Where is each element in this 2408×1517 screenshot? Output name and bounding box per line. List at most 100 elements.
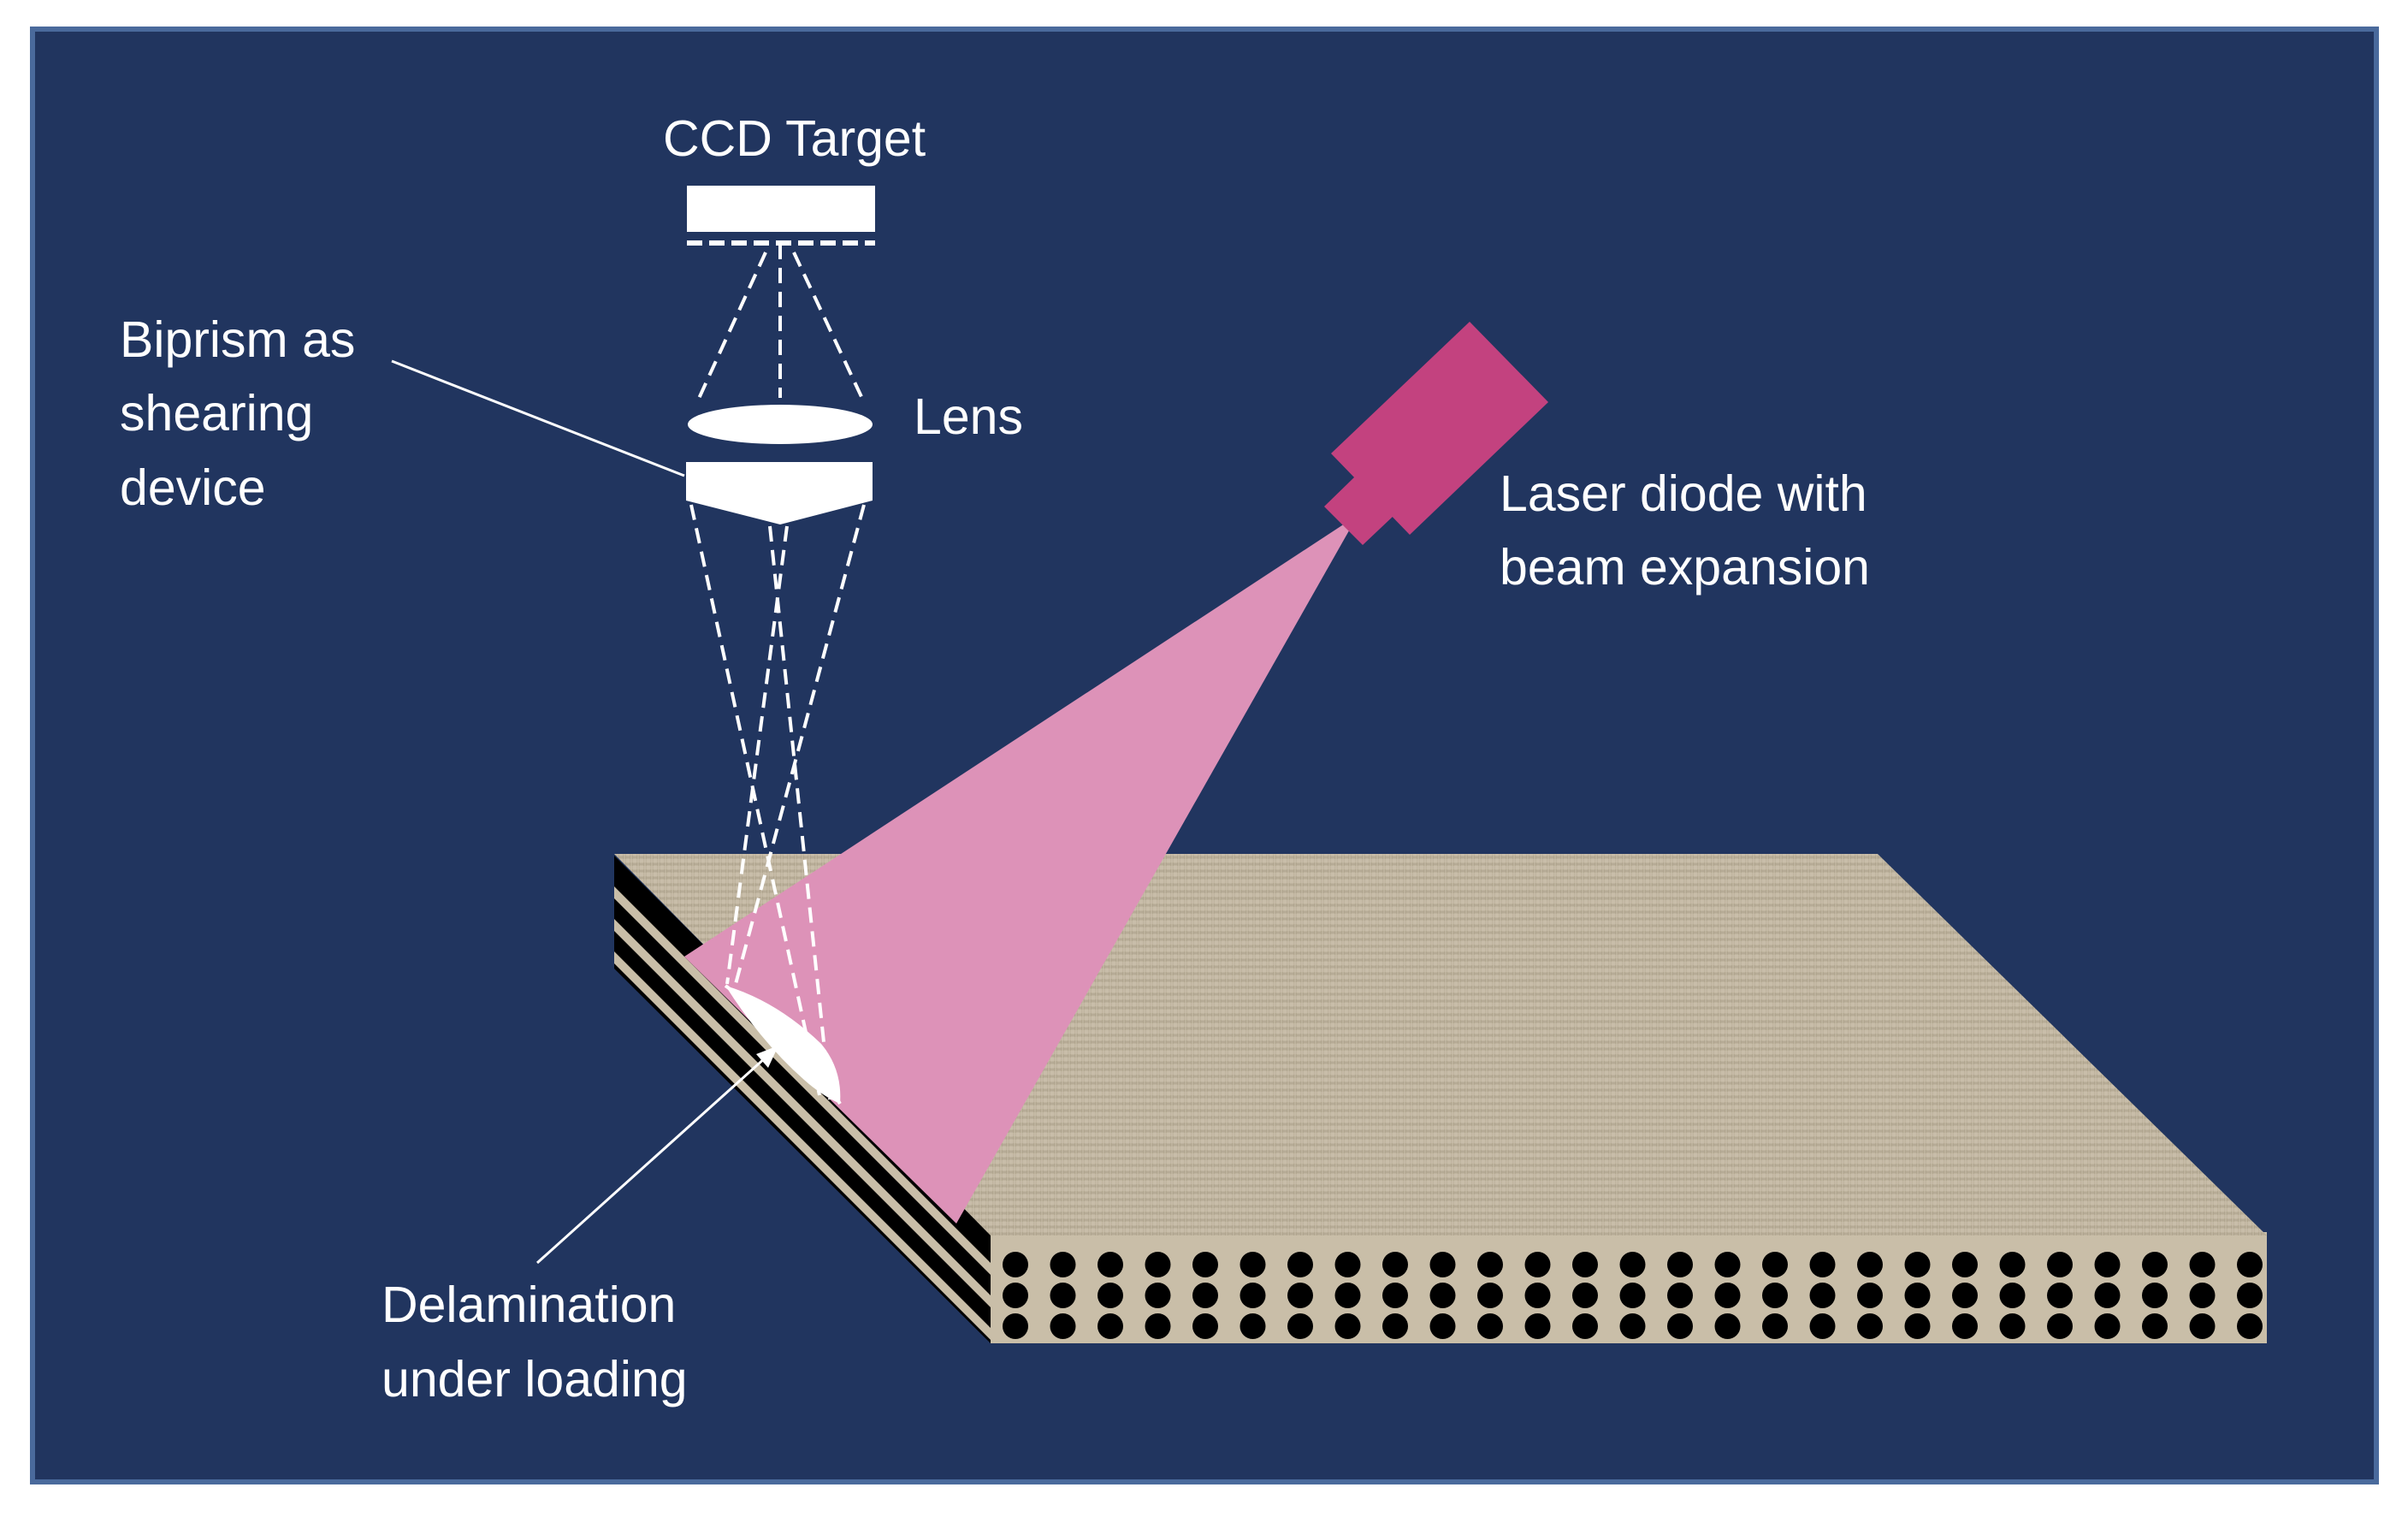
fibre-dot: [2094, 1313, 2121, 1339]
fibre-dot: [1809, 1313, 1836, 1339]
fibre-dot: [1382, 1313, 1408, 1339]
plate-layer-stripe: [614, 886, 991, 1275]
fibre-dot: [1287, 1252, 1313, 1277]
fibre-dot: [1382, 1252, 1408, 1277]
fibre-dot: [1714, 1283, 1741, 1308]
fibre-dot: [1382, 1283, 1408, 1308]
fibre-dot: [2189, 1313, 2216, 1339]
ccd-target-label: CCD Target: [663, 110, 926, 167]
fibre-dot: [1334, 1283, 1361, 1308]
fibre-dot: [2047, 1283, 2073, 1308]
fibre-dot: [1999, 1252, 2026, 1277]
biprism-label-line1: Biprism as: [120, 311, 355, 368]
fibre-dot: [1334, 1313, 1361, 1339]
fibre-dot: [1857, 1313, 1883, 1339]
fibre-dot: [1239, 1252, 1266, 1277]
fibre-dot: [1192, 1313, 1218, 1339]
fibre-dot: [1762, 1313, 1788, 1339]
delamination-spot: [725, 986, 841, 1104]
fibre-dot: [1003, 1313, 1028, 1339]
fibre-dot: [2142, 1313, 2168, 1339]
fibre-dot: [1809, 1252, 1836, 1277]
fibre-dot: [2094, 1283, 2121, 1308]
laser-diode-body: [1331, 322, 1548, 535]
fibre-dot: [1619, 1283, 1646, 1308]
biprism-pointer-line: [391, 359, 685, 477]
fibre-dot: [1904, 1313, 1931, 1339]
fibre-dot: [1667, 1313, 1693, 1339]
fibre-dot: [1429, 1252, 1456, 1277]
fibre-dot: [1145, 1252, 1171, 1277]
fibre-dot: [1762, 1283, 1788, 1308]
delamination-label-line2: under loading: [382, 1351, 688, 1407]
fibre-dot: [1003, 1283, 1028, 1308]
fibre-dot: [1192, 1283, 1218, 1308]
fibre-dot: [1857, 1283, 1883, 1308]
fibre-dot: [1904, 1283, 1931, 1308]
fibre-dot: [2142, 1252, 2168, 1277]
biprism-label-line3: device: [120, 459, 266, 516]
ccd-target: [687, 186, 875, 246]
delamination-spot-edge: [724, 984, 842, 1105]
fibre-dot: [1952, 1313, 1978, 1339]
fibre-dot: [1050, 1252, 1076, 1277]
fibre-dot: [2047, 1252, 2073, 1277]
laser-label-line2: beam expansion: [1500, 539, 1870, 596]
fibre-dot: [1098, 1283, 1123, 1308]
fibre-dot: [1572, 1313, 1598, 1339]
fibre-dot: [1999, 1313, 2026, 1339]
plate-front-fibres: [1003, 1252, 2263, 1339]
fibre-dot: [1952, 1252, 1978, 1277]
fibre-dot: [1334, 1252, 1361, 1277]
fibre-dot: [1192, 1252, 1218, 1277]
fibre-dot: [1429, 1313, 1456, 1339]
laser-diode-nozzle: [1324, 476, 1394, 545]
laser-diode: [1324, 322, 1548, 545]
fibre-dot: [1857, 1252, 1883, 1277]
fibre-dot: [1762, 1252, 1788, 1277]
fibre-dot: [1050, 1283, 1076, 1308]
fibre-dot: [1952, 1283, 1978, 1308]
fibre-dot: [1239, 1283, 1266, 1308]
fibre-dot: [1145, 1283, 1171, 1308]
fibre-dot: [1287, 1283, 1313, 1308]
fibre-dot: [2237, 1252, 2263, 1277]
delamination-label-line1: Delamination: [382, 1277, 676, 1333]
fibre-dot: [1239, 1313, 1266, 1339]
fibre-dot: [1667, 1252, 1693, 1277]
delamination-arrow: [535, 1046, 778, 1265]
fibre-dot: [1524, 1283, 1551, 1308]
fibre-dot: [1287, 1313, 1313, 1339]
fibre-dot: [1667, 1283, 1693, 1308]
fibre-dot: [1904, 1252, 1931, 1277]
ccd-sensor: [687, 186, 875, 232]
fibre-dot: [1619, 1252, 1646, 1277]
laser-beam-cone: [684, 524, 1352, 1224]
fibre-dot: [2189, 1283, 2216, 1308]
biprism-label-line2: shearing: [120, 385, 313, 441]
fibre-dot: [1477, 1283, 1503, 1308]
fibre-dot: [2047, 1313, 2073, 1339]
fibre-dot: [1524, 1252, 1551, 1277]
optical-rays: [689, 244, 866, 1100]
fibre-dot: [1477, 1252, 1503, 1277]
plate-left-edge-layers: [614, 886, 991, 1340]
lens: [688, 405, 873, 444]
fibre-dot: [1477, 1313, 1503, 1339]
fibre-dot: [2189, 1252, 2216, 1277]
fibre-dot: [1098, 1252, 1123, 1277]
fibre-dot: [1003, 1252, 1028, 1277]
fibre-dot: [2094, 1252, 2121, 1277]
fibre-dot: [1145, 1313, 1171, 1339]
fibre-dot: [1714, 1313, 1741, 1339]
biprism: [686, 462, 873, 524]
fibre-dot: [1429, 1283, 1456, 1308]
fibre-dot: [1809, 1283, 1836, 1308]
fibre-dot: [1619, 1313, 1646, 1339]
fibre-dot: [1714, 1252, 1741, 1277]
fibre-dot: [1572, 1283, 1598, 1308]
fibre-dot: [1050, 1313, 1076, 1339]
lens-label: Lens: [914, 388, 1023, 445]
